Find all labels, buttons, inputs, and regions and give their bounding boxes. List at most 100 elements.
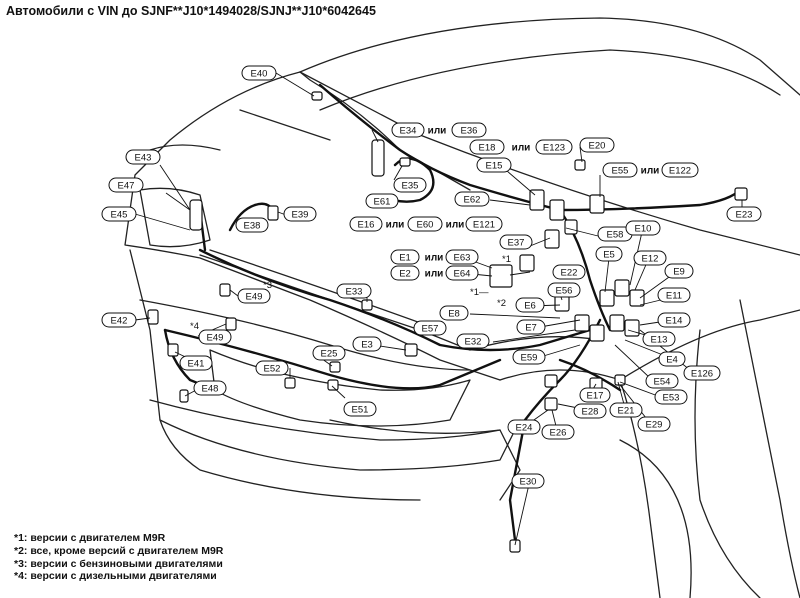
bumper-outline [129,249,521,471]
or-label: или [425,253,444,264]
connector-E54: E54 [645,373,679,389]
svg-text:E21: E21 [618,406,635,417]
svg-text:E2: E2 [399,269,411,280]
connector-E10: E10 [625,220,661,236]
connector-E55: E55 [602,162,638,178]
connector-E126: E126 [683,365,721,381]
svg-text:E55: E55 [612,166,629,177]
footnote-markers: *1 *1— *2 *3 *4 [190,254,511,332]
grille [209,349,471,427]
connector-E57: E57 [413,320,447,336]
svg-text:E57: E57 [422,324,439,335]
connector-E21: E21 [609,402,643,418]
svg-text:E28: E28 [582,407,599,418]
connector-E9: E9 [664,263,694,279]
svg-text:E36: E36 [461,126,478,137]
connector-E16: E16 [349,216,383,232]
connector-E38: E38 [235,217,269,233]
connector-E26: E26 [541,424,575,440]
svg-text:E26: E26 [550,428,567,439]
connector-E4: E4 [658,351,686,367]
svg-text:E15: E15 [486,161,503,172]
marker-1: *1 [502,254,511,265]
svg-text:E49: E49 [246,292,263,303]
connector-E62: E62 [454,191,490,207]
connector-E32: E32 [456,333,490,349]
connector-E18: E18 [469,139,505,155]
or-label: или [386,220,405,231]
svg-text:E53: E53 [663,393,680,404]
svg-text:E42: E42 [111,316,128,327]
leader-lines [134,72,743,546]
svg-text:E12: E12 [642,254,659,265]
hood-outline [124,71,501,381]
svg-text:E63: E63 [454,253,471,264]
connector-E17: E17 [579,387,611,403]
svg-text:E25: E25 [321,349,338,360]
connector-E7: E7 [516,319,546,335]
connector-E49-top: E49 [237,288,271,304]
connector-E35: E35 [393,177,427,193]
connector-E43: E43 [125,149,161,165]
footnote-3: *3: версии с бензиновыми двигателями [14,557,223,570]
svg-text:E64: E64 [454,269,471,280]
connector-E42: E42 [101,312,137,328]
footnotes: *1: версии с двигателем M9R *2: все, кро… [14,532,223,583]
svg-text:E121: E121 [473,220,495,231]
svg-text:E4: E4 [666,355,678,366]
connector-E36: E36 [451,122,487,138]
svg-text:E7: E7 [525,323,537,334]
svg-text:E32: E32 [465,337,482,348]
svg-text:E49: E49 [207,333,224,344]
svg-text:E23: E23 [736,210,753,221]
connector-E25: E25 [312,345,346,361]
marker-3: *3 [263,280,272,291]
connector-E121: E121 [465,216,503,232]
connector-E14: E14 [657,312,691,328]
svg-text:E5: E5 [603,250,615,261]
svg-text:E33: E33 [346,287,363,298]
connector-E13: E13 [642,331,676,347]
svg-text:E56: E56 [556,286,573,297]
svg-text:E47: E47 [118,181,135,192]
svg-text:E122: E122 [669,166,691,177]
svg-text:E6: E6 [524,301,536,312]
svg-text:E52: E52 [264,364,281,375]
svg-text:E123: E123 [543,143,565,154]
footnote-1: *1: версии с двигателем M9R [14,532,166,544]
svg-text:E61: E61 [374,197,391,208]
svg-text:E38: E38 [244,221,261,232]
svg-text:E58: E58 [607,230,624,241]
or-label: или [512,143,531,154]
svg-text:E24: E24 [516,423,533,434]
svg-text:E10: E10 [635,224,652,235]
lower-harness [508,318,602,542]
svg-text:E37: E37 [508,238,525,249]
cowl-line [299,71,800,256]
svg-text:E34: E34 [400,126,417,137]
svg-text:E14: E14 [666,316,683,327]
marker-4: *4 [190,321,199,332]
connector-E1: E1 [390,249,420,265]
marker-2: *2 [497,298,506,309]
or-label: или [425,269,444,280]
connector-E2: E2 [390,265,420,281]
marker-1-dash: *1— [470,287,489,298]
svg-text:E62: E62 [464,195,481,206]
connector-E23: E23 [726,206,762,222]
connector-E28: E28 [573,403,607,419]
connector-E59: E59 [512,349,546,365]
connector-E37: E37 [499,234,533,250]
connector-E123: E123 [535,139,573,155]
front-harness [198,248,592,352]
svg-text:E22: E22 [561,268,578,279]
svg-text:E17: E17 [587,391,604,402]
connector-E45: E45 [101,206,137,222]
svg-text:E41: E41 [188,359,205,370]
connector-E51: E51 [343,401,377,417]
svg-text:E18: E18 [479,143,496,154]
svg-text:E126: E126 [691,369,713,380]
svg-text:E43: E43 [135,153,152,164]
svg-text:E59: E59 [521,353,538,364]
svg-text:E1: E1 [399,253,411,264]
